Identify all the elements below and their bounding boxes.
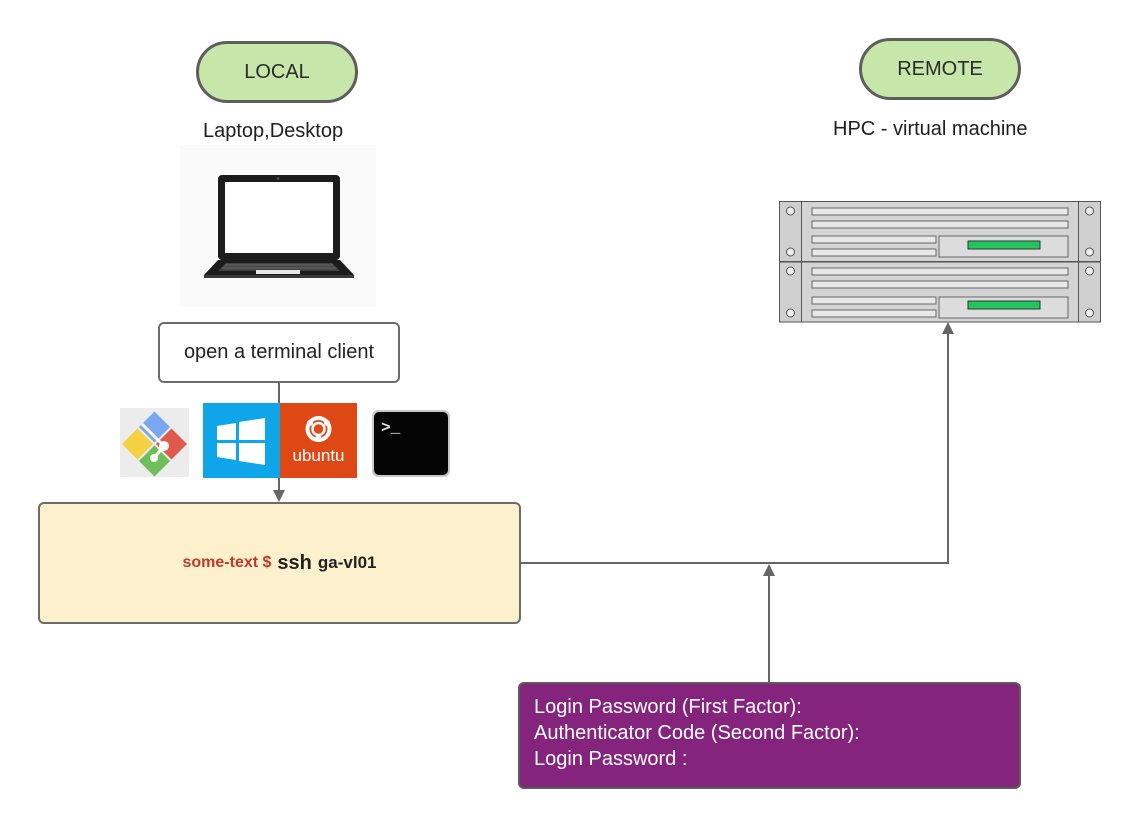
remote-pill-label: REMOTE [897, 57, 983, 80]
ssh-command-box: some-text $ ssh ga-vl01 [38, 502, 521, 624]
git-bash-icon [120, 408, 189, 477]
auth-line-first-factor: Login Password (First Factor): [534, 696, 802, 718]
auth-line-login-password: Login Password : [534, 748, 688, 770]
terminal-prompt-glyph: >_ [381, 419, 401, 437]
auth-prompts-box: Login Password (First Factor): Authentic… [518, 682, 1021, 789]
remote-pill: REMOTE [859, 38, 1021, 100]
auth-line-second-factor: Authenticator Code (Second Factor): [534, 722, 860, 744]
local-pill: LOCAL [196, 41, 358, 103]
local-subtitle: Laptop,Desktop [203, 120, 344, 142]
laptop-icon [180, 145, 376, 307]
local-pill-label: LOCAL [244, 60, 310, 83]
terminal-client-step: open a terminal client [158, 322, 400, 383]
ubuntu-label: ubuntu [293, 446, 345, 465]
terminal-client-label: open a terminal client [183, 341, 375, 363]
remote-subtitle: HPC - virtual machine [833, 118, 1028, 140]
ubuntu-icon: ubuntu [280, 403, 357, 478]
server-unit-bottom [779, 261, 1101, 323]
server-rack-icon [779, 201, 1101, 323]
shell-prompt: some-text $ [182, 554, 272, 571]
windows-icon [203, 403, 280, 478]
terminal-icon: >_ [372, 410, 450, 477]
server-unit-top [779, 201, 1101, 262]
arrow-ssh-to-remote [521, 322, 954, 564]
ssh-host: ga-vl01 [317, 553, 377, 572]
ssh-command: ssh [277, 551, 312, 574]
